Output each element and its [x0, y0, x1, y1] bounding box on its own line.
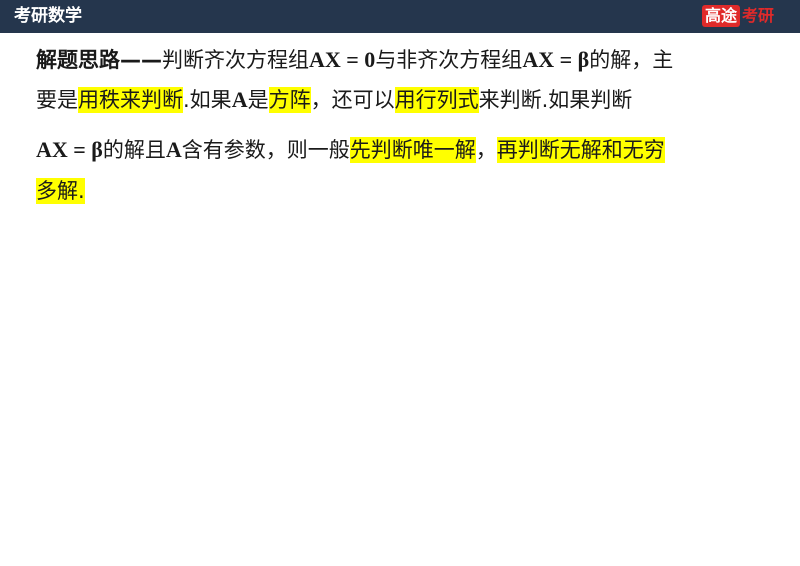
highlighted-text: 用行列式 [394, 87, 479, 113]
text: .如果 [183, 88, 232, 112]
text: 是 [247, 88, 269, 112]
text: 要是 [36, 88, 78, 112]
highlighted-text: 多解. [36, 178, 85, 204]
text: 的解且 [102, 138, 166, 162]
text: 判断齐次方程组 [162, 48, 309, 72]
text: ，还可以 [310, 88, 395, 112]
text-line-1: 解题思路——判断齐次方程组AX = 0与非齐次方程组AX = β的解，主 [36, 40, 673, 80]
text: ， [475, 138, 497, 162]
text-line-4: 多解. [36, 171, 85, 211]
highlighted-text: 方阵 [268, 87, 311, 113]
text: 与非齐次方程组 [375, 48, 523, 72]
text-line-2: 要是用秩来判断.如果A是方阵，还可以用行列式来判断.如果判断 [36, 80, 632, 120]
header-bar: 考研数学 高途 考研 [0, 0, 800, 33]
text: 的解，主 [589, 48, 674, 72]
text: 含有参数，则一般 [181, 138, 350, 162]
logo-text: 考研 [741, 6, 774, 25]
text: 来判断.如果判断 [478, 88, 633, 112]
math-expression: A [165, 137, 182, 162]
highlighted-text: 再判断无解和无穷 [496, 137, 665, 163]
math-expression: AX = β [522, 47, 590, 72]
header-title: 考研数学 [14, 6, 82, 26]
highlighted-text: 先判断唯一解 [349, 137, 476, 163]
text-line-3: AX = β的解且A含有参数，则一般先判断唯一解，再判断无解和无穷 [36, 130, 665, 170]
section-label: 解题思路—— [36, 48, 162, 72]
math-expression: AX = 0 [309, 47, 376, 72]
logo-box: 高途 [701, 5, 740, 27]
math-expression: AX = β [36, 137, 103, 162]
brand-logo: 高途 考研 [701, 4, 774, 28]
highlighted-text: 用秩来判断 [78, 87, 183, 113]
math-expression: A [231, 87, 248, 112]
